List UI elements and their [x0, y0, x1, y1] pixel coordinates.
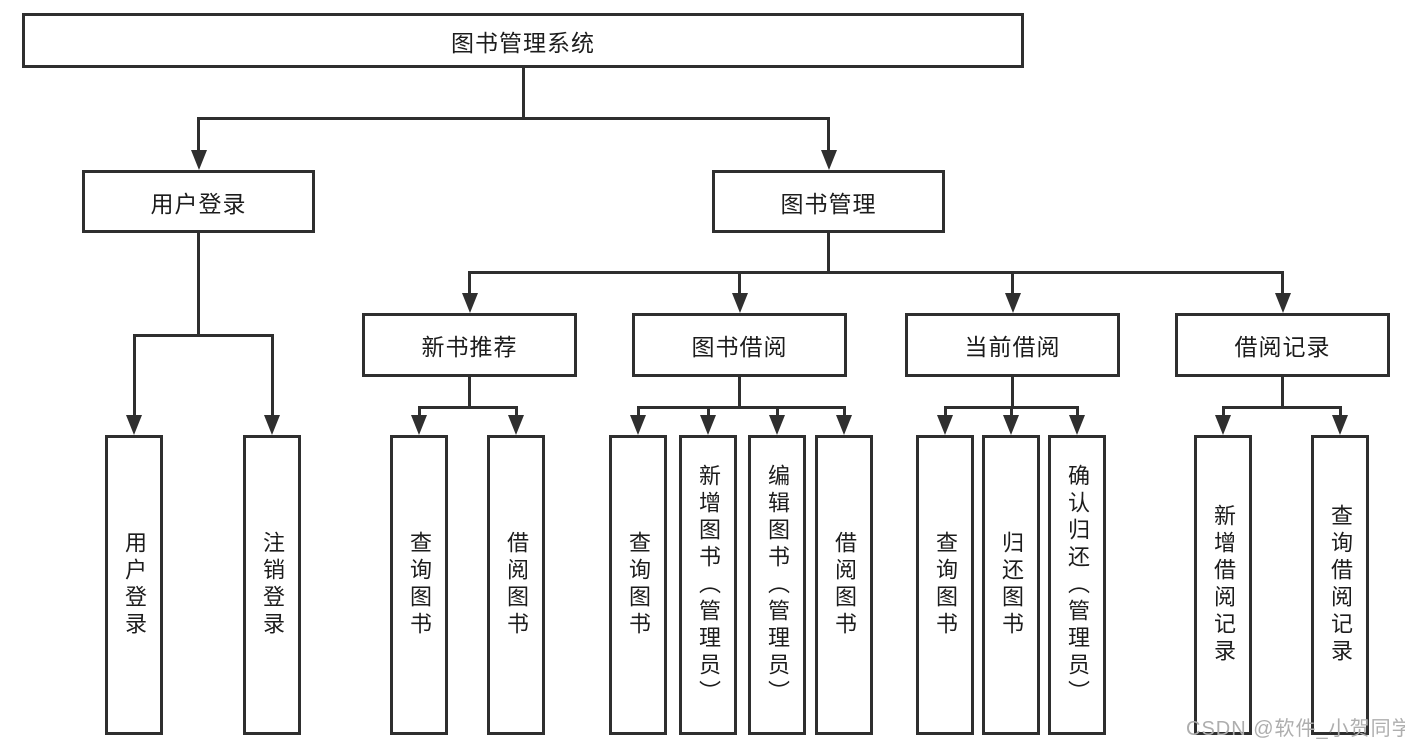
- arrow-down-icon: [1332, 415, 1348, 435]
- arrow-down-icon: [820, 150, 837, 170]
- connector-vline: [468, 377, 471, 407]
- connector-vline: [636, 407, 640, 419]
- node-new-book-recommend: 新书推荐: [362, 313, 577, 377]
- connector-vline: [1075, 407, 1079, 419]
- connector-vline: [1281, 272, 1284, 295]
- connector-hline: [1221, 405, 1342, 409]
- connector-hline: [197, 116, 830, 120]
- node-borrow-records: 借阅记录: [1175, 313, 1390, 377]
- arrow-down-icon: [700, 415, 716, 435]
- connector-hline: [132, 333, 274, 337]
- connector-vline: [1221, 407, 1225, 419]
- leaf-edit-book-admin: 编辑图书（管理员）: [748, 435, 806, 735]
- leaf-query-borrow-record: 查询借阅记录: [1311, 435, 1369, 735]
- connector-vline: [197, 233, 200, 335]
- connector-vline: [1009, 407, 1013, 419]
- arrow-down-icon: [1274, 293, 1291, 313]
- connector-vline: [706, 407, 710, 419]
- connector-vline: [738, 377, 741, 407]
- connector-vline: [197, 118, 200, 154]
- node-user-login: 用户登录: [82, 170, 315, 233]
- leaf-query-books-2: 查询图书: [609, 435, 667, 735]
- connector-vline: [1011, 272, 1014, 295]
- arrow-down-icon: [508, 415, 524, 435]
- connector-vline: [1338, 407, 1342, 419]
- connector-vline: [1281, 377, 1284, 407]
- connector-vline: [842, 407, 846, 419]
- arrow-down-icon: [461, 293, 478, 313]
- leaf-query-books: 查询图书: [390, 435, 448, 735]
- connector-hline: [636, 405, 846, 409]
- connector-vline: [132, 335, 136, 419]
- connector-vline: [738, 272, 741, 295]
- arrow-down-icon: [411, 415, 427, 435]
- node-book-management: 图书管理: [712, 170, 945, 233]
- node-current-borrow: 当前借阅: [905, 313, 1120, 377]
- connector-vline: [417, 407, 421, 419]
- leaf-borrow-books-2: 借阅图书: [815, 435, 873, 735]
- connector-vline: [1011, 377, 1014, 407]
- leaf-user-login: 用户登录: [105, 435, 163, 735]
- connector-vline: [514, 407, 518, 419]
- arrow-down-icon: [630, 415, 646, 435]
- arrow-down-icon: [937, 415, 953, 435]
- connector-vline: [827, 118, 830, 154]
- arrow-down-icon: [126, 415, 142, 435]
- arrow-down-icon: [836, 415, 852, 435]
- leaf-add-book-admin: 新增图书（管理员）: [679, 435, 737, 735]
- connector-hline: [468, 270, 1284, 274]
- node-library-management-system: 图书管理系统: [22, 13, 1024, 68]
- watermark: CSDN @软件_小贺同学: [1186, 718, 1405, 740]
- connector-hline: [417, 405, 518, 409]
- arrow-down-icon: [769, 415, 785, 435]
- connector-vline: [521, 68, 525, 118]
- leaf-logout: 注销登录: [243, 435, 301, 735]
- leaf-query-books-3: 查询图书: [916, 435, 974, 735]
- leaf-confirm-return-admin: 确认归还（管理员）: [1048, 435, 1106, 735]
- arrow-down-icon: [1004, 293, 1021, 313]
- leaf-add-borrow-record: 新增借阅记录: [1194, 435, 1252, 735]
- arrow-down-icon: [1069, 415, 1085, 435]
- connector-vline: [827, 233, 830, 272]
- arrow-down-icon: [1215, 415, 1231, 435]
- arrow-down-icon: [264, 415, 280, 435]
- leaf-borrow-books: 借阅图书: [487, 435, 545, 735]
- connector-vline: [270, 335, 274, 419]
- arrow-down-icon: [1003, 415, 1019, 435]
- connector-vline: [775, 407, 779, 419]
- connector-vline: [943, 407, 947, 419]
- arrow-down-icon: [190, 150, 207, 170]
- leaf-return-book: 归还图书: [982, 435, 1040, 735]
- arrow-down-icon: [731, 293, 748, 313]
- node-book-borrow: 图书借阅: [632, 313, 847, 377]
- connector-vline: [468, 272, 471, 295]
